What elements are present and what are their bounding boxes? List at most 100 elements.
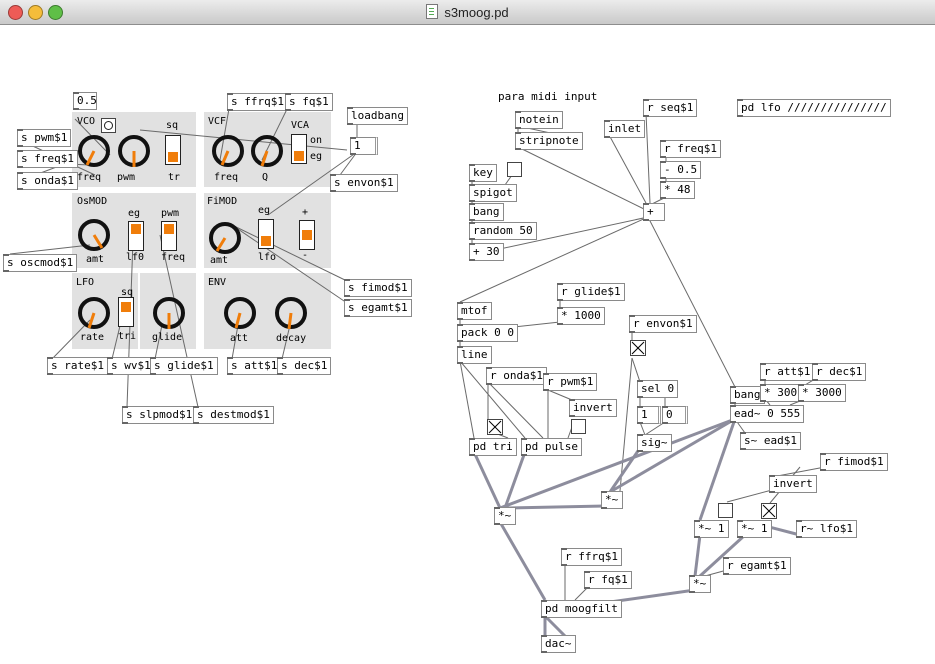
invert-object-2[interactable]: invert bbox=[769, 475, 817, 493]
invert-object[interactable]: invert bbox=[569, 399, 617, 417]
notein-object[interactable]: notein bbox=[515, 111, 563, 129]
receive-pwm[interactable]: r pwm$1 bbox=[543, 373, 598, 391]
pd-moogfilt-object[interactable]: pd moogfilt bbox=[541, 600, 622, 618]
message-one[interactable]: 1 bbox=[637, 406, 661, 424]
lfo-rate-knob[interactable] bbox=[76, 295, 112, 331]
mtof-object[interactable]: mtof bbox=[457, 302, 492, 320]
receive-ffrq[interactable]: r ffrq$1 bbox=[561, 548, 622, 566]
receive-seq[interactable]: r seq$1 bbox=[643, 99, 698, 117]
vco-freq-knob[interactable] bbox=[76, 133, 112, 169]
message-1[interactable]: 1 bbox=[350, 137, 378, 155]
add-30[interactable]: + 30 bbox=[469, 243, 504, 261]
multiply-1000[interactable]: * 1000 bbox=[557, 307, 605, 325]
line-object[interactable]: line bbox=[457, 346, 492, 364]
vcf-freq-knob[interactable] bbox=[210, 133, 246, 169]
vco-bang-button[interactable] bbox=[101, 118, 116, 133]
send-wv[interactable]: s wv$1 bbox=[107, 357, 155, 375]
fimod-invert-toggle[interactable] bbox=[761, 503, 777, 519]
stripnote-object[interactable]: stripnote bbox=[515, 132, 583, 150]
invert-toggle[interactable] bbox=[571, 419, 586, 434]
send-pwm[interactable]: s pwm$1 bbox=[17, 129, 72, 147]
osmod-eg-label: eg bbox=[128, 208, 141, 219]
send-ffrq[interactable]: s ffrq$1 bbox=[227, 93, 288, 111]
minus-object[interactable]: - 0.5 bbox=[660, 161, 702, 179]
vco-pwm-knob[interactable] bbox=[116, 133, 152, 169]
lfo-sq-tri-slider[interactable] bbox=[118, 297, 134, 327]
spigot-toggle[interactable] bbox=[507, 162, 522, 177]
random-object[interactable]: random 50 bbox=[469, 222, 537, 240]
send-destmod[interactable]: s destmod$1 bbox=[193, 406, 274, 424]
message-zero[interactable]: 0 bbox=[662, 406, 688, 424]
send-att[interactable]: s att$1 bbox=[227, 357, 282, 375]
osmod-amt-knob[interactable] bbox=[76, 217, 112, 253]
signal-multiply-3[interactable]: *~ bbox=[689, 575, 711, 593]
fimod-eg-lfo-slider[interactable] bbox=[258, 219, 274, 249]
send-fimod[interactable]: s fimod$1 bbox=[344, 279, 412, 297]
signal-multiply-a[interactable]: *~ 1 bbox=[694, 520, 729, 538]
pd-pulse-object[interactable]: pd pulse bbox=[521, 438, 582, 456]
onda-toggle[interactable] bbox=[487, 419, 503, 435]
fimod-plus-minus-slider[interactable] bbox=[299, 220, 315, 250]
vcf-q-label: Q bbox=[262, 172, 269, 183]
sel-0-object[interactable]: sel 0 bbox=[637, 380, 679, 398]
patch-cords bbox=[9, 102, 826, 638]
key-object[interactable]: key bbox=[469, 164, 497, 182]
pd-lfo-object[interactable]: pd lfo /////////////// bbox=[737, 99, 891, 117]
sig-object[interactable]: sig~ bbox=[637, 434, 672, 452]
close-window-button[interactable] bbox=[8, 5, 23, 20]
receive-onda[interactable]: r onda$1 bbox=[486, 367, 547, 385]
signal-multiply-1[interactable]: *~ bbox=[601, 491, 623, 509]
send-slpmod[interactable]: s slpmod$1 bbox=[122, 406, 197, 424]
loadbang-object[interactable]: loadbang bbox=[347, 107, 408, 125]
send-fq[interactable]: s fq$1 bbox=[285, 93, 333, 111]
receive-freq[interactable]: r freq$1 bbox=[660, 140, 721, 158]
receive-lfo-signal[interactable]: r~ lfo$1 bbox=[796, 520, 857, 538]
send-dec[interactable]: s dec$1 bbox=[277, 357, 332, 375]
multiply-300[interactable]: * 300 bbox=[760, 384, 802, 402]
multiply-3000[interactable]: * 3000 bbox=[798, 384, 846, 402]
add-object[interactable]: + bbox=[643, 203, 665, 221]
ead-object[interactable]: ead~ 0 555 bbox=[730, 405, 805, 423]
fimod-toggle[interactable] bbox=[718, 503, 733, 518]
receive-envon[interactable]: r envon$1 bbox=[629, 315, 697, 333]
send-rate[interactable]: s rate$1 bbox=[47, 357, 108, 375]
send-glide[interactable]: s glide$1 bbox=[150, 357, 218, 375]
send-freq[interactable]: s freq$1 bbox=[17, 150, 78, 168]
send-ead[interactable]: s~ ead$1 bbox=[740, 432, 801, 450]
osmod-eg-slider[interactable] bbox=[128, 221, 144, 251]
env-title: ENV bbox=[208, 277, 227, 288]
envon-toggle[interactable] bbox=[630, 340, 646, 356]
env-decay-knob[interactable] bbox=[273, 295, 309, 331]
fimod-amt-knob[interactable] bbox=[207, 220, 243, 256]
env-att-knob[interactable] bbox=[222, 295, 258, 331]
minimize-window-button[interactable] bbox=[28, 5, 43, 20]
vca-on-eg-slider[interactable] bbox=[291, 134, 307, 164]
multiply-48[interactable]: * 48 bbox=[660, 181, 695, 199]
number-box[interactable]: 0.5 bbox=[73, 92, 97, 110]
receive-fimod[interactable]: r fimod$1 bbox=[820, 453, 888, 471]
receive-glide[interactable]: r glide$1 bbox=[557, 283, 625, 301]
receive-att[interactable]: r att$1 bbox=[760, 363, 815, 381]
glide-knob[interactable] bbox=[151, 295, 187, 331]
vco-sq-tri-slider[interactable] bbox=[165, 135, 181, 165]
vcf-q-knob[interactable] bbox=[249, 133, 285, 169]
zoom-window-button[interactable] bbox=[48, 5, 63, 20]
receive-egamt[interactable]: r egamt$1 bbox=[723, 557, 791, 575]
send-envon[interactable]: s envon$1 bbox=[330, 174, 398, 192]
signal-multiply-b[interactable]: *~ 1 bbox=[737, 520, 772, 538]
spigot-object[interactable]: spigot bbox=[469, 184, 517, 202]
fimod-eg-label: eg bbox=[258, 205, 271, 216]
receive-fq[interactable]: r fq$1 bbox=[584, 571, 632, 589]
dac-object[interactable]: dac~ bbox=[541, 635, 576, 653]
pack-object[interactable]: pack 0 0 bbox=[457, 324, 518, 342]
patch-canvas[interactable]: VCO sq freq pwm tr VCF freq Q VCA on eg … bbox=[0, 25, 935, 664]
receive-dec[interactable]: r dec$1 bbox=[812, 363, 867, 381]
send-onda[interactable]: s onda$1 bbox=[17, 172, 78, 190]
signal-multiply-2[interactable]: *~ bbox=[494, 507, 516, 525]
osmod-pwm-freq-slider[interactable] bbox=[161, 221, 177, 251]
send-oscmod[interactable]: s oscmod$1 bbox=[3, 254, 78, 272]
bang-message[interactable]: bang bbox=[469, 203, 504, 221]
send-egamt[interactable]: s egamt$1 bbox=[344, 299, 412, 317]
pd-tri-object[interactable]: pd tri bbox=[469, 438, 517, 456]
inlet-object[interactable]: inlet bbox=[604, 120, 646, 138]
